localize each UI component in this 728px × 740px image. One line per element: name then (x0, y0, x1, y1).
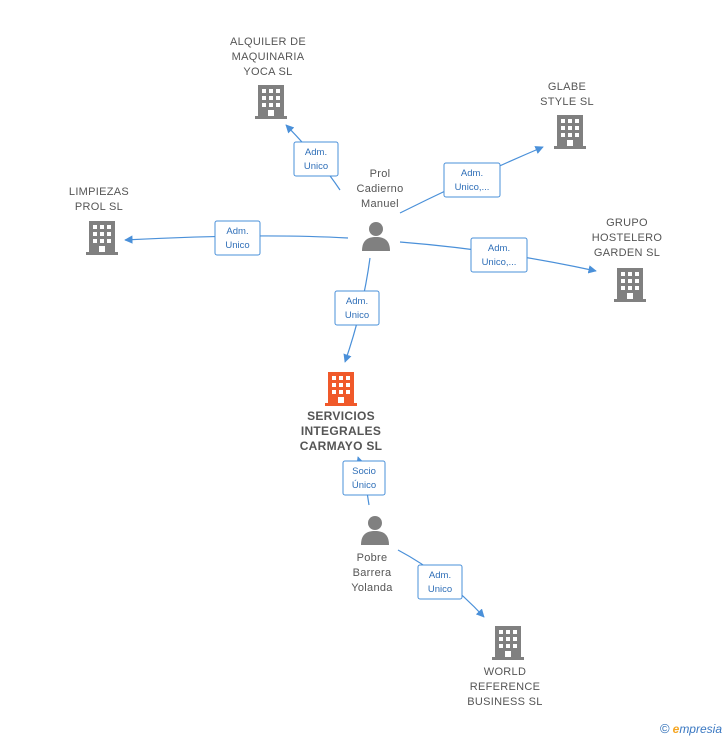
edge-label-text: Adm. (346, 296, 368, 307)
node-label-line: LIMPIEZAS (69, 186, 129, 198)
edge-label-text: Adm. (488, 243, 510, 254)
edge-label-text: Adm. (226, 226, 248, 237)
edge-label-prol-limpiezas[interactable]: Adm. Unico (214, 220, 261, 256)
building-icon (492, 626, 524, 660)
edge-label-box (443, 162, 501, 198)
node-label-line: GLABE (548, 81, 586, 93)
edge-label-prol-grupo[interactable]: Adm. Unico,... (470, 237, 528, 273)
node-label-line: Manuel (361, 198, 399, 210)
edge-label-box (293, 141, 339, 177)
edge-label-text: Unico (345, 310, 369, 321)
node-label-line: WORLD (484, 666, 526, 678)
node-label-line: REFERENCE (470, 681, 541, 693)
copyright-icon: © (660, 721, 670, 736)
node-label-line: SERVICIOS (307, 409, 375, 423)
node-label-line: PROL SL (75, 201, 123, 213)
building-icon (255, 85, 287, 119)
edge-label-prol-servicios[interactable]: Adm. Unico (334, 290, 380, 326)
node-label-line: STYLE SL (540, 96, 594, 108)
node-alquiler[interactable]: ALQUILER DE MAQUINARIA YOCA SL (230, 36, 306, 119)
edge-label-text: Unico (225, 240, 249, 251)
empresia-logo[interactable]: empresia (672, 722, 722, 736)
node-label-line: INTEGRALES (301, 424, 381, 438)
node-label-line: YOCA SL (243, 66, 292, 78)
edge-label-box (214, 220, 261, 256)
node-glabe[interactable]: GLABE STYLE SL (540, 81, 594, 149)
node-label-line: Barrera (353, 567, 392, 579)
building-icon (325, 372, 357, 406)
edge-label-text: Adm. (305, 147, 327, 158)
edge-label-text: Socio (352, 466, 376, 477)
node-label-line: HOSTELERO (592, 232, 663, 244)
node-label-line: Cadierno (356, 183, 403, 195)
building-icon (614, 268, 646, 302)
node-label-line: ALQUILER DE (230, 36, 306, 48)
edge-label-prol-alquiler[interactable]: Adm. Unico (293, 141, 339, 177)
edge-label-box (470, 237, 528, 273)
node-label-line: GARDEN SL (594, 247, 660, 259)
edge-label-box (342, 460, 386, 496)
node-grupo[interactable]: GRUPO HOSTELERO GARDEN SL (592, 217, 663, 302)
node-label-line: Pobre (357, 552, 388, 564)
node-label-line: MAQUINARIA (232, 51, 305, 63)
edge-label-text: Adm. (429, 570, 451, 581)
edge-label-text: Único (352, 480, 376, 491)
node-label-line: CARMAYO SL (300, 439, 383, 453)
node-limpiezas[interactable]: LIMPIEZAS PROL SL (69, 186, 129, 255)
person-icon (362, 222, 390, 251)
edge-label-prol-glabe[interactable]: Adm. Unico,... (443, 162, 501, 198)
copyright-notice: ©empresia (660, 721, 722, 736)
edge-label-box (417, 564, 463, 600)
node-world[interactable]: WORLD REFERENCE BUSINESS SL (467, 626, 542, 708)
node-label-line: BUSINESS SL (467, 696, 542, 708)
edge-label-text: Unico,... (482, 257, 517, 268)
edge-label-text: Unico,... (455, 182, 490, 193)
edge-label-pobre-world[interactable]: Adm. Unico (417, 564, 463, 600)
edge-label-text: Unico (304, 161, 328, 172)
building-icon (86, 221, 118, 255)
node-label-line: Prol (370, 168, 391, 180)
edge-label-text: Adm. (461, 168, 483, 179)
node-label-line: Yolanda (351, 582, 393, 594)
building-icon (554, 115, 586, 149)
node-label-line: GRUPO (606, 217, 648, 229)
edge-label-text: Unico (428, 584, 452, 595)
nodes-layer: ALQUILER DE MAQUINARIA YOCA SL GLABE STYLE S… (69, 36, 662, 708)
edge-label-box (334, 290, 380, 326)
person-icon (361, 516, 389, 545)
